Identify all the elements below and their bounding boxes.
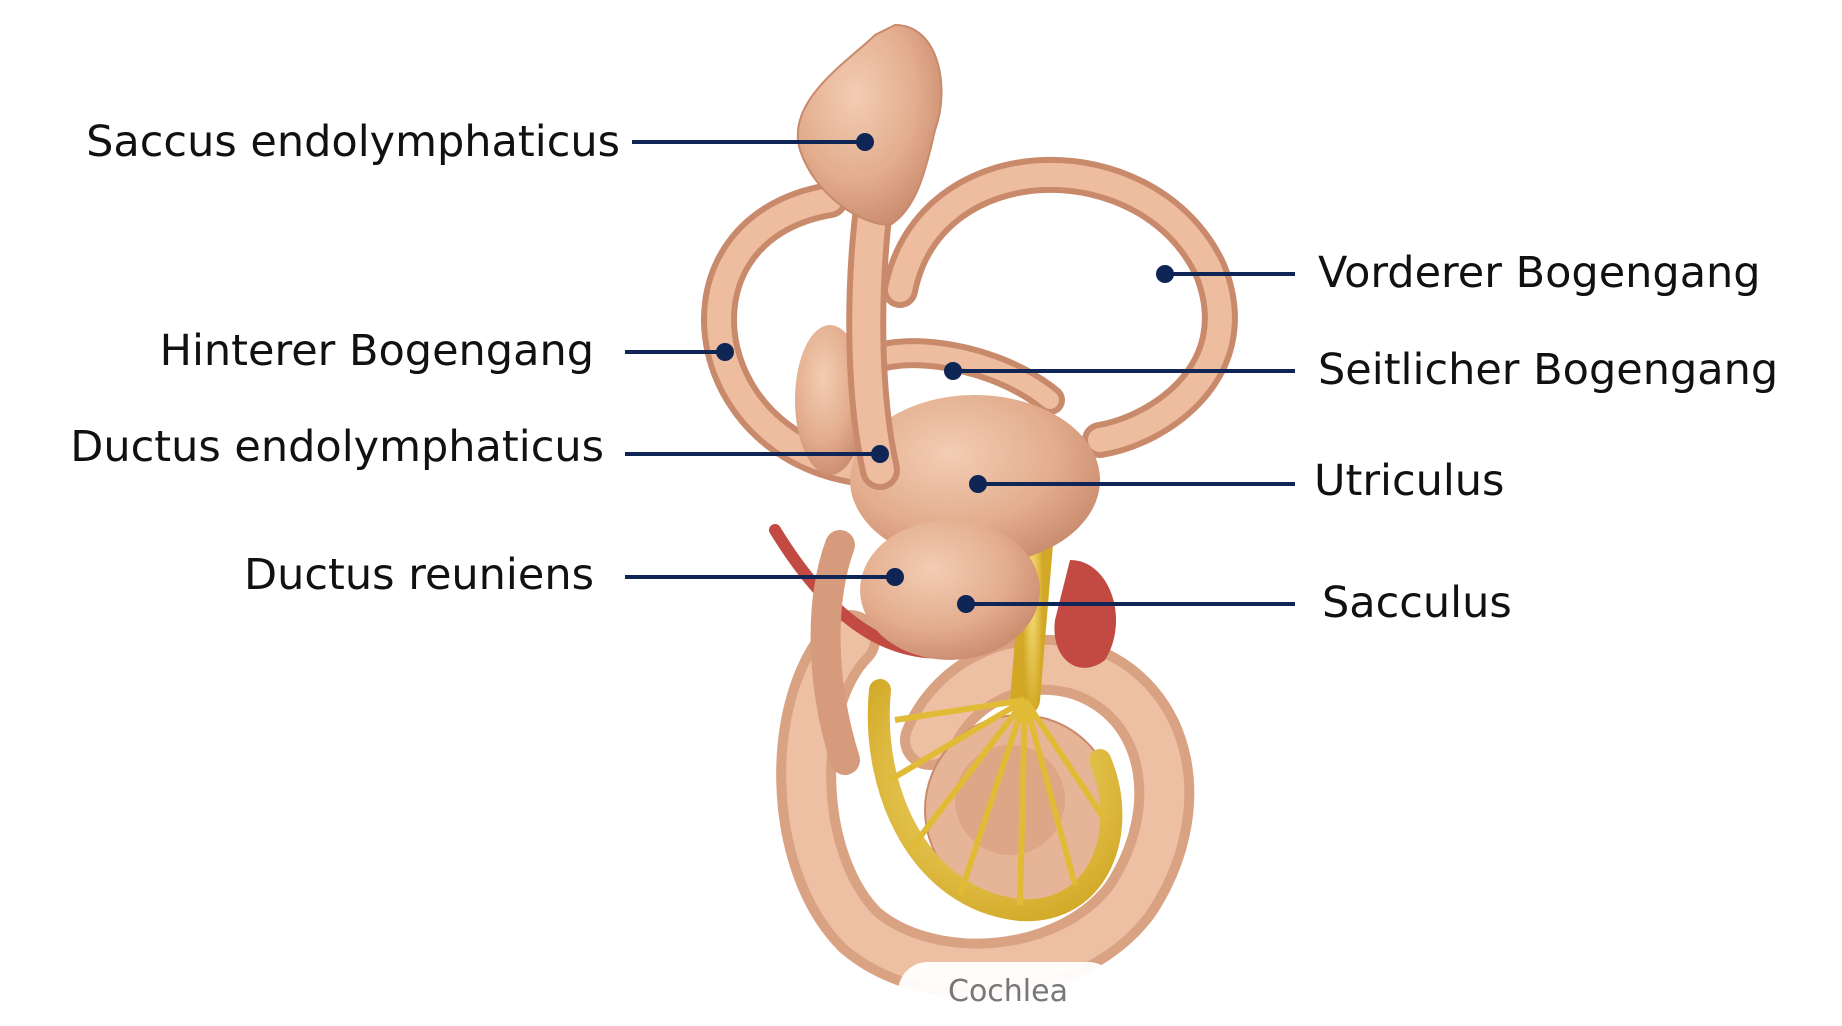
label-saccus-endolymphaticus: Saccus endolymphaticus bbox=[86, 117, 620, 167]
caption-cochlea: Cochlea bbox=[948, 974, 1068, 1009]
caption-pill bbox=[898, 962, 1118, 1022]
anterior-canal-shape bbox=[882, 156, 1238, 458]
label-vorderer-bogengang: Vorderer Bogengang bbox=[1318, 248, 1761, 298]
label-utriculus: Utriculus bbox=[1314, 456, 1505, 506]
leader-utriculus bbox=[969, 475, 1295, 493]
leader-ductus-endolymphaticus bbox=[625, 445, 889, 463]
endolymphatic-duct-shape bbox=[796, 23, 943, 490]
leader-ductus-reuniens bbox=[625, 568, 904, 586]
label-hinterer-bogengang: Hinterer Bogengang bbox=[159, 326, 594, 376]
label-sacculus: Sacculus bbox=[1322, 578, 1512, 628]
leader-vorderer-bogengang bbox=[1156, 265, 1295, 283]
leader-lines bbox=[625, 133, 1295, 613]
leader-sacculus bbox=[957, 595, 1295, 613]
label-ductus-endolymphaticus: Ductus endolymphaticus bbox=[70, 422, 604, 472]
label-seitlicher-bogengang: Seitlicher Bogengang bbox=[1318, 345, 1779, 395]
ductus-reuniens-shape bbox=[810, 530, 860, 775]
label-ductus-reuniens: Ductus reuniens bbox=[244, 550, 594, 600]
leader-saccus-endolymphaticus bbox=[632, 133, 874, 151]
leader-hinterer-bogengang bbox=[625, 343, 734, 361]
leader-seitlicher-bogengang bbox=[944, 362, 1295, 380]
